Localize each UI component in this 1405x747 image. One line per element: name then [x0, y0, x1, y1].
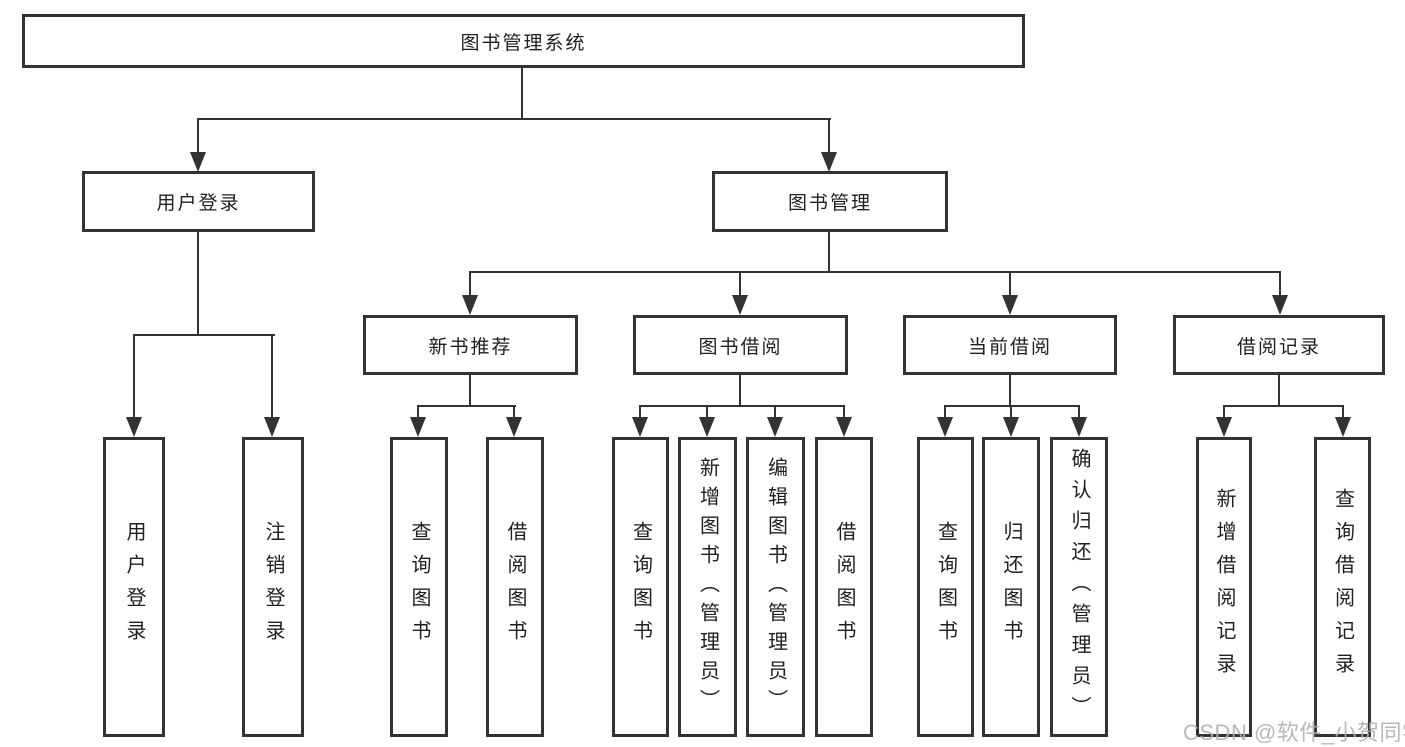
- node-book-management: 图书管理: [712, 171, 948, 232]
- connector-line: [1078, 405, 1080, 421]
- leaf-label: 查询图书: [408, 521, 430, 653]
- node-label: 当前借阅: [967, 336, 1052, 358]
- leaf-label: 用户登录: [123, 521, 145, 653]
- arrowhead-down-icon: [1272, 295, 1288, 315]
- connector-line: [1342, 405, 1344, 421]
- connector-line: [469, 271, 471, 297]
- leaf-borrow-books: 借阅图书: [815, 437, 873, 737]
- connector-line: [197, 118, 199, 154]
- arrowhead-down-icon: [699, 417, 715, 437]
- connector-line: [774, 405, 776, 421]
- leaf-borrow-query-books: 查询图书: [612, 437, 669, 737]
- connector-line: [706, 405, 708, 421]
- leaf-return-books: 归还图书: [982, 437, 1040, 737]
- node-book-borrow: 图书借阅: [633, 315, 848, 375]
- connector-line: [417, 405, 516, 407]
- connector-line: [1009, 375, 1011, 407]
- leaf-label: 查询借阅记录: [1331, 488, 1354, 686]
- connector-line: [521, 66, 523, 119]
- connector-line: [944, 405, 1080, 407]
- node-user-login-group: 用户登录: [82, 171, 315, 232]
- leaf-current-query-books: 查询图书: [917, 437, 974, 737]
- connector-line: [469, 271, 1281, 273]
- arrowhead-down-icon: [506, 417, 522, 437]
- leaf-user-login: 用户登录: [103, 437, 165, 737]
- node-new-book-recommend: 新书推荐: [363, 315, 578, 375]
- connector-line: [739, 375, 741, 407]
- node-label: 用户登录: [156, 193, 241, 214]
- connector-line: [417, 405, 419, 421]
- leaf-query-borrow-record: 查询借阅记录: [1314, 437, 1371, 737]
- connector-line: [843, 405, 845, 421]
- leaf-label: 查询图书: [934, 521, 957, 653]
- node-current-borrow: 当前借阅: [903, 315, 1117, 375]
- leaf-label: 新增借阅记录: [1213, 488, 1235, 686]
- connector-line: [271, 334, 273, 419]
- connector-line: [1223, 405, 1344, 407]
- connector-line: [197, 118, 831, 120]
- leaf-label: 借阅图书: [504, 521, 526, 653]
- connector-line: [513, 405, 515, 421]
- node-label: 图书管理系统: [460, 32, 587, 54]
- arrowhead-down-icon: [937, 417, 953, 437]
- leaf-add-borrow-record: 新增借阅记录: [1196, 437, 1252, 737]
- connector-line: [1010, 405, 1012, 421]
- connector-line: [197, 232, 199, 336]
- connector-line: [739, 271, 741, 297]
- connector-line: [828, 232, 830, 273]
- node-root-library-system: 图书管理系统: [22, 14, 1025, 68]
- arrowhead-down-icon: [732, 295, 748, 315]
- leaf-label: 查询图书: [629, 521, 652, 653]
- node-label: 借阅记录: [1236, 336, 1321, 358]
- arrowhead-down-icon: [126, 417, 142, 437]
- node-borrow-records: 借阅记录: [1173, 315, 1385, 375]
- arrowhead-down-icon: [836, 417, 852, 437]
- arrowhead-down-icon: [410, 417, 426, 437]
- arrowhead-down-icon: [190, 152, 206, 172]
- leaf-add-books-admin: 新增图书（管理员）: [678, 437, 737, 737]
- arrowhead-down-icon: [821, 152, 837, 172]
- connector-line: [639, 405, 641, 421]
- node-label: 新书推荐: [428, 336, 513, 358]
- arrowhead-down-icon: [1216, 417, 1232, 437]
- leaf-logout: 注销登录: [242, 437, 304, 737]
- leaf-label: 借阅图书: [833, 521, 855, 653]
- leaf-recommend-borrow-books: 借阅图书: [486, 437, 544, 737]
- leaf-label: 编辑图书（管理员）: [764, 456, 787, 718]
- leaf-label: 注销登录: [262, 521, 284, 653]
- node-label: 图书借阅: [698, 336, 783, 358]
- arrowhead-down-icon: [1003, 417, 1019, 437]
- arrowhead-down-icon: [767, 417, 783, 437]
- connector-line: [1279, 271, 1281, 297]
- leaf-label: 新增图书（管理员）: [696, 456, 719, 718]
- leaf-label: 确认归还（管理员）: [1068, 447, 1090, 727]
- leaf-recommend-query-books: 查询图书: [390, 437, 448, 737]
- arrowhead-down-icon: [264, 417, 280, 437]
- connector-line: [828, 118, 830, 154]
- connector-line: [1278, 375, 1280, 407]
- arrowhead-down-icon: [1335, 417, 1351, 437]
- arrowhead-down-icon: [1002, 295, 1018, 315]
- connector-line: [1223, 405, 1225, 421]
- arrowhead-down-icon: [1071, 417, 1087, 437]
- connector-line: [639, 405, 845, 407]
- leaf-confirm-return-admin: 确认归还（管理员）: [1050, 437, 1108, 737]
- connector-line: [133, 334, 135, 419]
- csdn-watermark: CSDN @软件_小贺同学: [1183, 720, 1405, 745]
- connector-line: [1009, 271, 1011, 297]
- leaf-label: 归还图书: [1000, 521, 1022, 653]
- connector-line: [133, 334, 275, 336]
- node-label: 图书管理: [787, 193, 872, 214]
- connector-line: [469, 375, 471, 407]
- connector-line: [944, 405, 946, 421]
- arrowhead-down-icon: [632, 417, 648, 437]
- leaf-edit-books-admin: 编辑图书（管理员）: [746, 437, 805, 737]
- arrowhead-down-icon: [462, 295, 478, 315]
